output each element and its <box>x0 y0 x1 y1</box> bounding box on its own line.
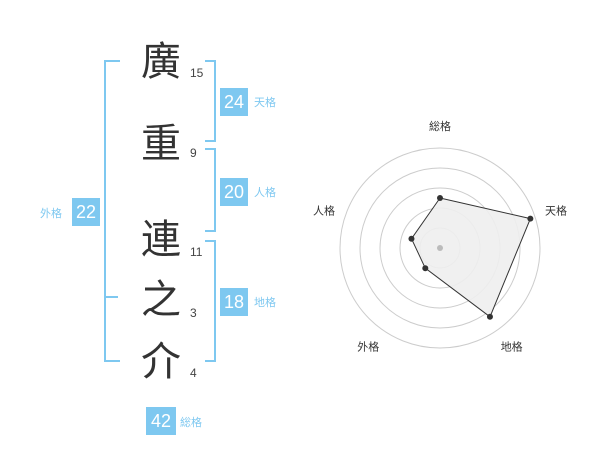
radar-center <box>437 245 443 251</box>
gaikaku-label: 外格 <box>40 207 62 220</box>
tenkaku-label: 天格 <box>254 96 276 109</box>
radar-axis-label-jinkaku: 人格 <box>313 203 335 217</box>
soukaku-badge: 42 <box>146 407 176 435</box>
radar-point-5 <box>408 235 415 242</box>
gaikaku-bracket <box>104 60 120 362</box>
stroke-count-5: 4 <box>190 366 197 380</box>
jinkaku-bracket <box>205 148 216 232</box>
radar-ring-2 <box>359 167 521 329</box>
name-char-5: 介 <box>141 339 181 385</box>
name-char-3: 連 <box>141 217 181 263</box>
soukaku-label: 総格 <box>180 416 202 429</box>
gaikaku-badge: 22 <box>72 198 100 226</box>
chikaku-label: 地格 <box>254 296 276 309</box>
stroke-count-4: 3 <box>190 306 197 320</box>
radar-point-1 <box>437 195 443 201</box>
stroke-count-2: 9 <box>190 146 197 160</box>
stroke-count-1: 15 <box>190 66 204 80</box>
radar-axis-label-gaikaku: 外格 <box>357 340 379 354</box>
tenkaku-badge: 24 <box>220 88 248 116</box>
gaikaku-bracket-divider <box>105 296 118 298</box>
radar-axis-label-soukaku: 総格 <box>429 119 451 133</box>
jinkaku-label: 人格 <box>254 186 276 199</box>
stroke-count-3: 11 <box>190 245 203 259</box>
radar-points <box>408 195 534 320</box>
radar-point-4 <box>422 265 429 272</box>
radar-point-3 <box>486 313 493 320</box>
chikaku-badge: 18 <box>220 288 248 316</box>
radar-point-2 <box>527 215 534 222</box>
name-char-1: 廣 <box>141 39 181 85</box>
radar-ring-1 <box>339 147 541 349</box>
name-char-2: 重 <box>141 121 181 167</box>
radar-axis-label-tenkaku: 天格 <box>545 203 567 217</box>
radar-axis-label-chikaku: 地格 <box>501 340 523 354</box>
radar-polygon <box>410 197 532 318</box>
name-char-4: 之 <box>141 277 181 323</box>
chikaku-bracket <box>205 240 216 362</box>
tenkaku-bracket <box>205 60 216 142</box>
jinkaku-badge: 20 <box>220 178 248 206</box>
